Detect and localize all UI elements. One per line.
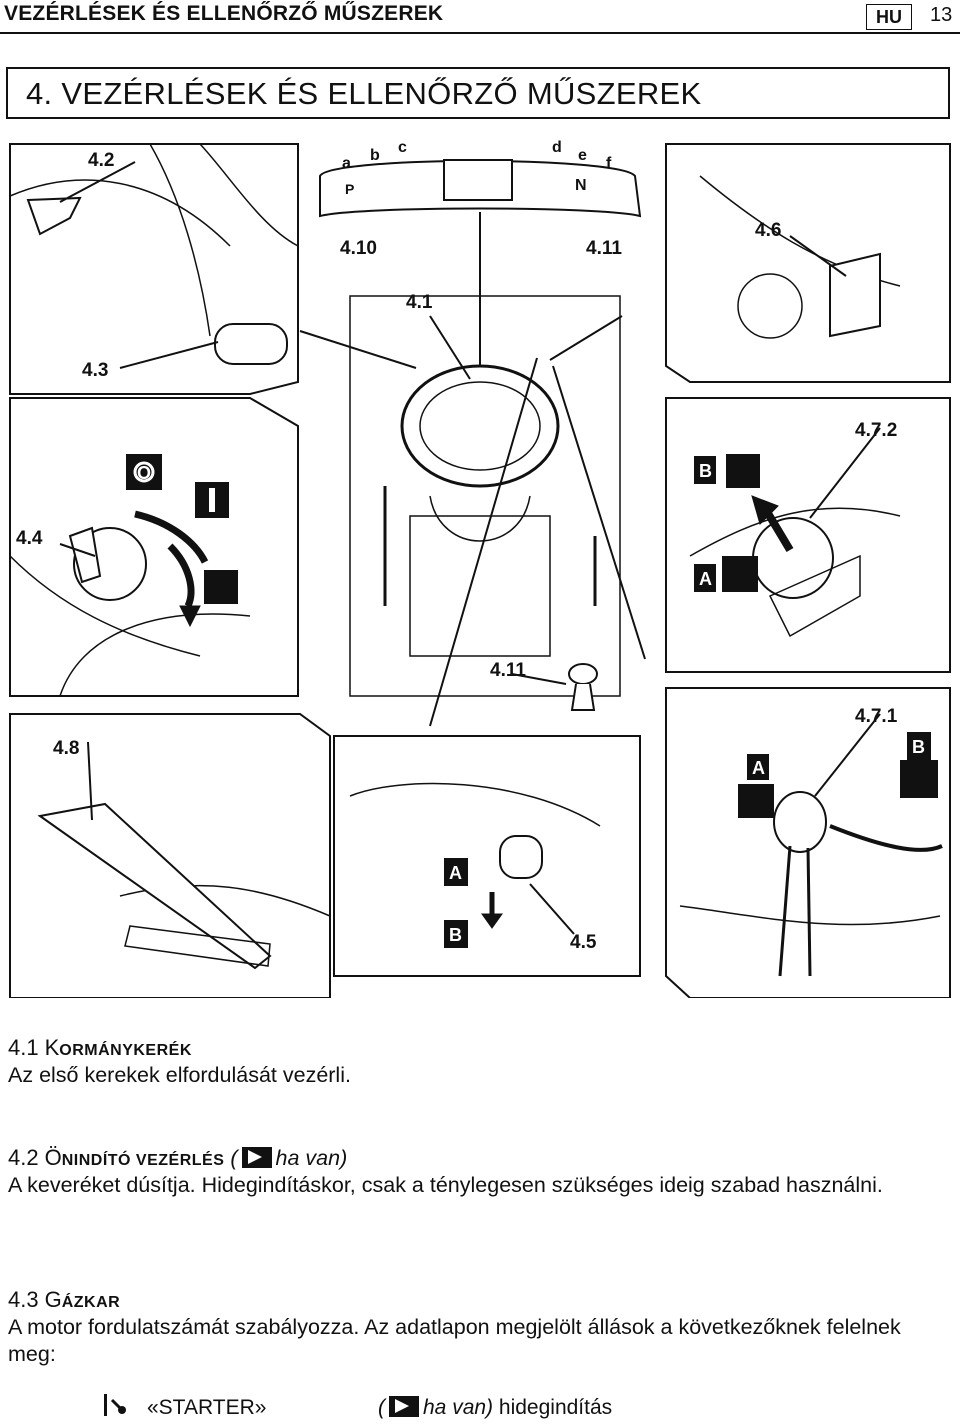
section-4-1-heading: 4.1 KORMÁNYKERÉK (8, 1034, 948, 1064)
page-number: 13 (930, 4, 953, 26)
label-P: P (345, 181, 354, 197)
bottom-option-note: ( ha van) hidegindítás (378, 1396, 612, 1420)
bottom-paren: ( (378, 1396, 385, 1419)
starter-icon (104, 1394, 126, 1416)
header-rule (0, 32, 960, 34)
label-A-471: A (752, 758, 765, 778)
label-4-7-1: 4.7.1 (855, 706, 898, 727)
section-4-3-body: A motor fordulatszámát szabályozza. Az a… (8, 1315, 901, 1366)
section-4-1-number: 4.1 (8, 1035, 39, 1060)
label-A-472: A (699, 569, 712, 589)
section-4-2-heading: 4.2 ÖNINDÍTÓ VEZÉRLÉS ( ha van) (8, 1144, 948, 1174)
label-4-1: 4.1 (406, 292, 433, 313)
symbol-O: O (137, 463, 151, 483)
optional-flag-icon (241, 1147, 272, 1168)
label-4-11-bottom: 4.11 (490, 660, 526, 681)
label-B-472: B (699, 461, 712, 481)
label-b: b (370, 147, 380, 164)
optional-flag-icon-2 (389, 1396, 419, 1417)
bottom-suffix: hidegindítás (498, 1396, 613, 1419)
label-4-6: 4.6 (755, 220, 781, 241)
controls-illustration: 4.2 4.3 4.4 4.8 4.10 4.11 4.1 4.6 4.7.2 … (9, 139, 951, 998)
label-B-45: B (449, 925, 462, 945)
bottom-option-text: ha van) (423, 1396, 494, 1419)
label-4-5: 4.5 (570, 932, 597, 953)
section-4-3-number: 4.3 (8, 1287, 39, 1312)
panel-lever-471 (665, 687, 951, 998)
panel-switch (665, 143, 951, 383)
chapter-title: 4. VEZÉRLÉSEK ÉS ELLENŐRZŐ MŰSZEREK (6, 67, 950, 119)
section-4-2-number: 4.2 (8, 1145, 39, 1170)
panel-top-left (9, 143, 299, 395)
label-4-4: 4.4 (16, 528, 43, 549)
label-4-3: 4.3 (82, 360, 108, 381)
panel-ignition (9, 397, 299, 697)
section-4-2-body: A keveréket dúsítja. Hidegindításkor, cs… (8, 1173, 883, 1197)
label-4-11-top: 4.11 (586, 238, 622, 259)
label-e: e (578, 147, 587, 164)
label-4-8: 4.8 (53, 738, 79, 759)
label-4-10: 4.10 (340, 238, 377, 259)
panel-brake (9, 713, 331, 998)
section-4-2-paren: ( (230, 1146, 238, 1170)
section-4-3-title-initial: G (44, 1287, 62, 1312)
running-header-title: VEZÉRLÉSEK ÉS ELLENŐRZŐ MŰSZEREK (4, 2, 444, 25)
section-4-2-title-initial: Ö (44, 1145, 62, 1170)
label-A-45: A (449, 863, 462, 883)
label-N: N (575, 177, 587, 194)
label-B-471: B (912, 737, 925, 757)
label-4-2: 4.2 (88, 150, 114, 171)
label-f: f (606, 155, 612, 172)
panel-knob-45 (333, 735, 641, 977)
dashboard-outline (319, 160, 642, 218)
section-4-1-title: ORMÁNYKERÉK (59, 1042, 192, 1059)
section-4-2-option-note: ha van) (275, 1146, 348, 1170)
panel-lever-472 (665, 397, 951, 673)
label-c: c (398, 139, 407, 156)
language-badge: HU (866, 4, 912, 30)
section-4-1-title-initial: K (44, 1035, 60, 1060)
label-4-7-2: 4.7.2 (855, 420, 897, 441)
section-4-3-heading: 4.3 GÁZKAR (8, 1286, 948, 1316)
section-4-1-body: Az első kerekek elfordulását vezérli. (8, 1063, 351, 1087)
section-4-2-title: NINDÍTÓ VEZÉRLÉS (61, 1152, 225, 1169)
symbol-I: I (208, 490, 213, 510)
section-4-3-title: ÁZKAR (61, 1294, 121, 1311)
label-a: a (342, 155, 351, 172)
label-d: d (552, 139, 562, 156)
steering-wheel-drawing (400, 364, 560, 488)
starter-label: «STARTER» (147, 1396, 267, 1419)
